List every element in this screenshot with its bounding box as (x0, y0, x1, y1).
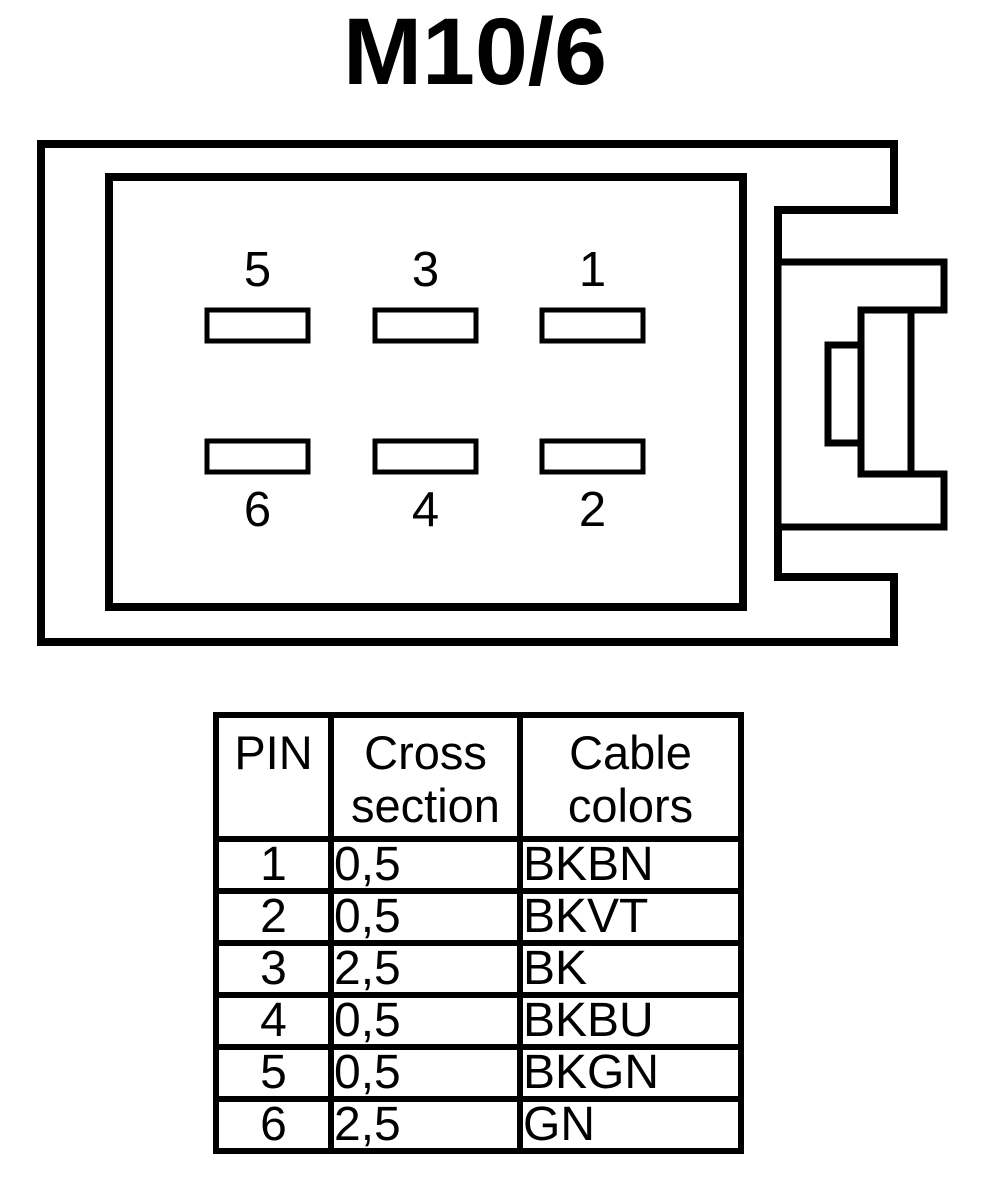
pin-number: 2 (213, 888, 334, 946)
latch-bar (857, 306, 915, 478)
pin-number: 1 (213, 836, 334, 894)
pin-cavity-2 (539, 438, 646, 475)
pin-cavity-1 (539, 307, 646, 344)
table-row: 4 0,5 BKBU (213, 992, 744, 1050)
table-row: 6 2,5 GN (213, 1096, 744, 1154)
table-header-row: PIN Cross section Cable colors (213, 712, 744, 842)
page-title: M10/6 (342, 0, 608, 105)
table-row: 3 2,5 BK (213, 940, 744, 998)
pin-number: 5 (213, 1044, 334, 1102)
pin-number: 3 (213, 940, 334, 998)
header-cross-section: Cross section (328, 712, 523, 842)
cable-color-value: BKVT (517, 888, 744, 946)
pin-label-1: 1 (578, 243, 607, 297)
pin-label-6: 6 (243, 483, 272, 537)
pin-cavity-3 (372, 307, 479, 344)
cable-color-value: GN (517, 1096, 744, 1154)
pin-label-2: 2 (578, 483, 607, 537)
cross-section-value: 0,5 (328, 888, 523, 946)
cable-color-value: BKGN (517, 1044, 744, 1102)
cross-section-value: 0,5 (328, 992, 523, 1050)
latch-tab (824, 341, 865, 447)
cable-color-value: BK (517, 940, 744, 998)
table-row: 2 0,5 BKVT (213, 888, 744, 946)
pin-label-3: 3 (411, 243, 440, 297)
cable-color-value: BKBN (517, 836, 744, 894)
cross-section-value: 2,5 (328, 1096, 523, 1154)
table-row: 5 0,5 BKGN (213, 1044, 744, 1102)
inner-face-outline (105, 173, 747, 611)
header-pin: PIN (213, 712, 334, 842)
table-row: 1 0,5 BKBN (213, 836, 744, 894)
cross-section-value: 0,5 (328, 1044, 523, 1102)
pin-cavity-4 (372, 438, 479, 475)
pin-label-4: 4 (411, 483, 440, 537)
cross-section-value: 0,5 (328, 836, 523, 894)
cable-color-value: BKBU (517, 992, 744, 1050)
header-cable-colors: Cable colors (517, 712, 744, 842)
pin-label-5: 5 (243, 243, 272, 297)
pin-cavity-5 (204, 307, 311, 344)
pin-number: 6 (213, 1096, 334, 1154)
pin-number: 4 (213, 992, 334, 1050)
pin-cavity-6 (204, 438, 311, 475)
connector-diagram (37, 140, 948, 646)
pinout-table: PIN Cross section Cable colors 1 0,5 BKB… (213, 712, 744, 1154)
cross-section-value: 2,5 (328, 940, 523, 998)
